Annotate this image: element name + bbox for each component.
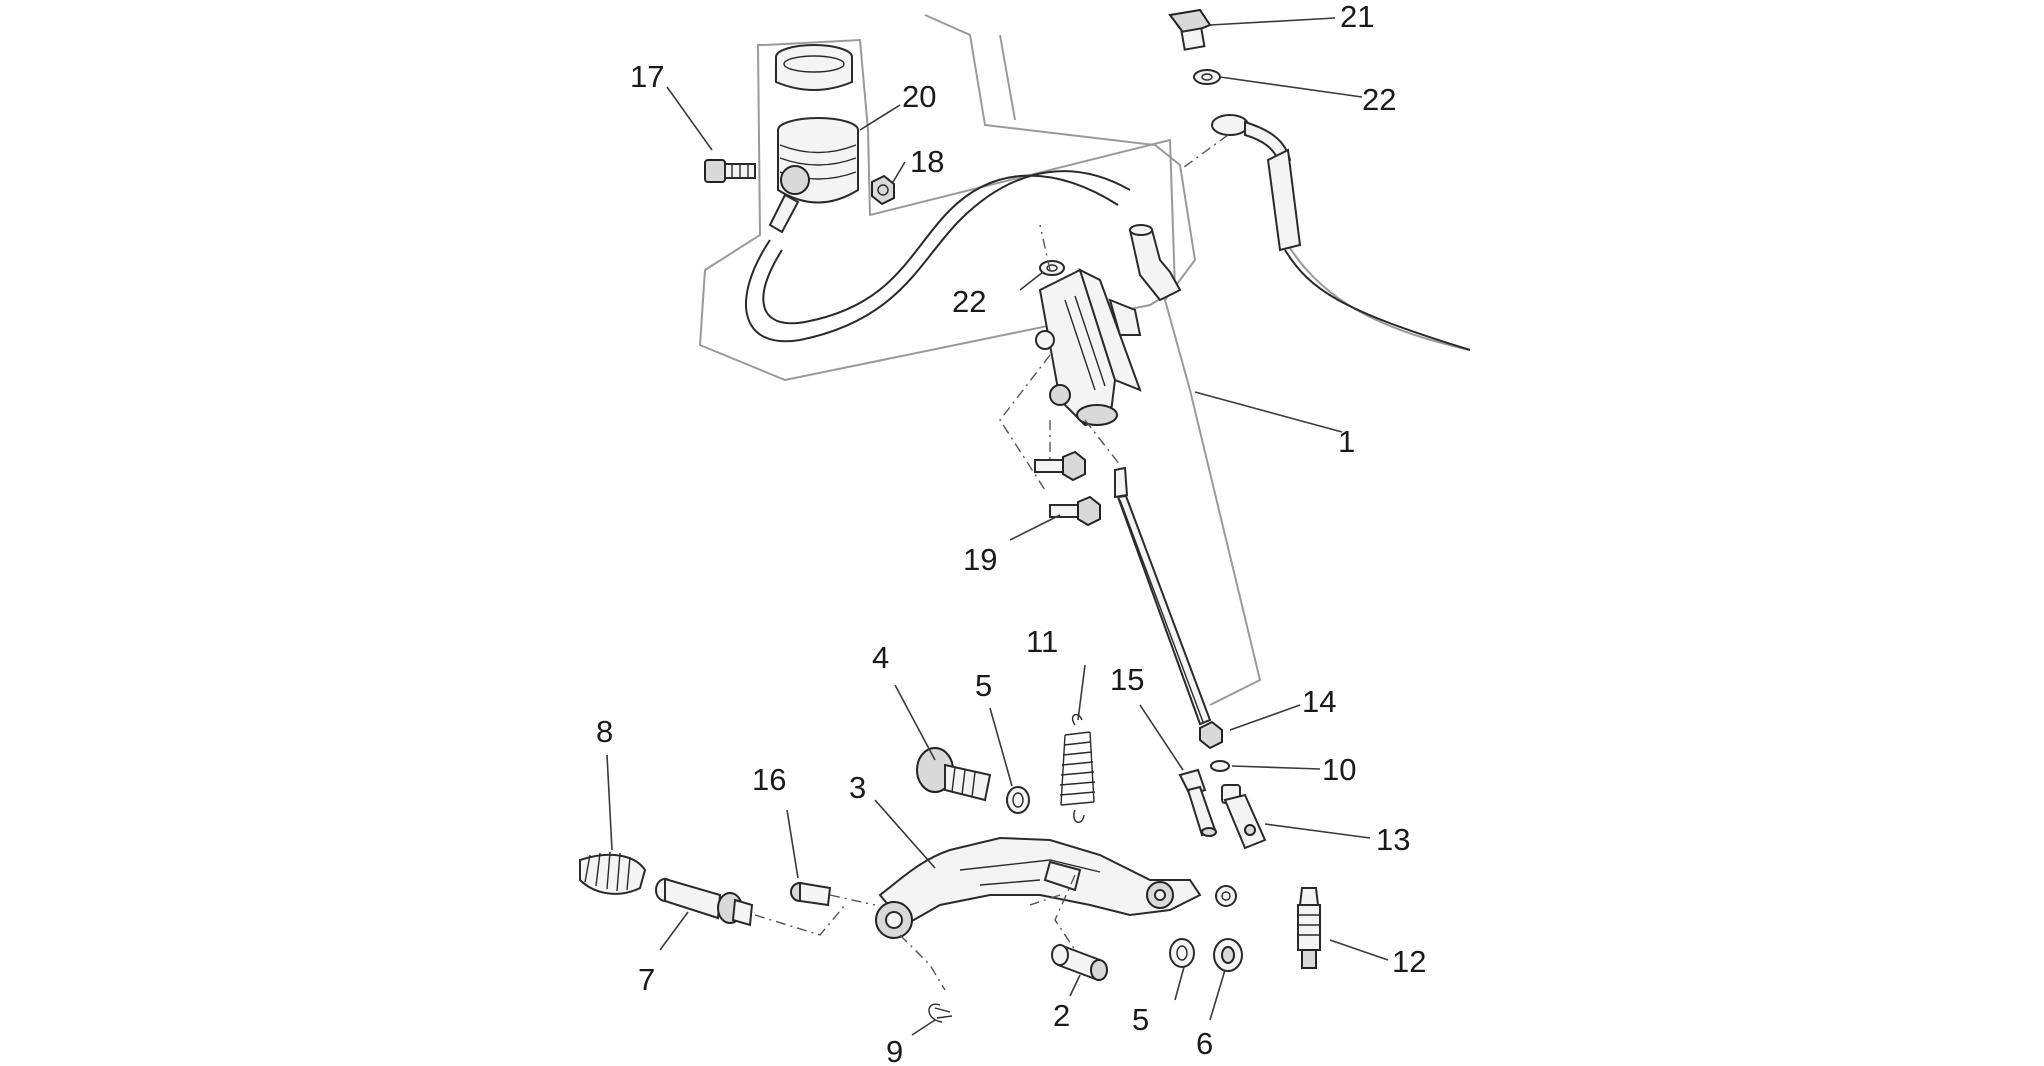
bleed-screw <box>1168 8 1212 51</box>
master-cylinder-bolt-lower <box>1049 495 1101 527</box>
master-cylinder-bolt-upper <box>1034 450 1086 482</box>
callout-5-upper: 5 <box>975 668 992 703</box>
callout-20: 20 <box>902 79 936 114</box>
callout-15: 15 <box>1110 662 1144 697</box>
callout-14: 14 <box>1302 684 1336 719</box>
pedal-bushing <box>1051 943 1108 982</box>
callout-8: 8 <box>596 714 613 749</box>
callout-5-lower: 5 <box>1132 1002 1149 1037</box>
rear-brake-master-cylinder <box>1035 268 1142 427</box>
brake-line-curve <box>1284 239 1471 351</box>
callout-labels: 1 2 3 4 5 5 6 7 8 9 10 11 12 13 14 15 16… <box>596 0 1426 1066</box>
pedal-pivot-bolt <box>916 747 992 802</box>
callout-9: 9 <box>886 1034 903 1066</box>
callout-1: 1 <box>1338 424 1355 459</box>
pivot-washer-upper <box>1006 786 1030 814</box>
reservoir-hose <box>745 170 1131 343</box>
rear-brake-pedal <box>875 836 1202 939</box>
push-rod-clevis <box>1221 784 1267 850</box>
leader-lines <box>606 17 1389 1036</box>
push-rod-nut <box>1199 720 1223 750</box>
callout-19: 19 <box>963 542 997 577</box>
banjo-washer <box>1193 69 1221 85</box>
callout-11: 11 <box>1026 624 1058 659</box>
callout-10: 10 <box>1322 752 1356 787</box>
callout-17: 17 <box>630 59 664 94</box>
callout-18: 18 <box>910 144 944 179</box>
pivot-dust-boot <box>579 851 647 895</box>
pedal-end-bushing <box>1215 885 1237 907</box>
return-spring <box>1059 713 1096 823</box>
assembly-outline <box>924 14 1262 706</box>
hose-elbow-fitting <box>1128 224 1182 302</box>
reservoir-bolt <box>704 159 756 183</box>
callout-6: 6 <box>1196 1026 1213 1061</box>
brake-fluid-reservoir <box>768 44 859 234</box>
callout-7: 7 <box>638 962 655 997</box>
callout-3: 3 <box>849 770 866 805</box>
master-cylinder-washer <box>1039 260 1065 276</box>
callout-22-upper: 22 <box>1362 82 1396 117</box>
callout-21: 21 <box>1340 0 1374 34</box>
callout-4: 4 <box>872 640 889 675</box>
callout-13: 13 <box>1376 822 1410 857</box>
callout-12: 12 <box>1392 944 1426 979</box>
pedal-set-screw <box>790 881 832 907</box>
pedal-circlip <box>928 1003 953 1023</box>
clevis-pin <box>1178 768 1217 837</box>
assembly-dash-line <box>999 224 1121 491</box>
pedal-dash-line <box>754 874 1076 991</box>
pedal-pivot-pin <box>655 877 754 927</box>
callout-22-lower: 22 <box>952 284 986 319</box>
callout-2: 2 <box>1053 998 1070 1033</box>
reservoir-group-outline <box>698 38 1177 382</box>
push-rod-washer <box>1210 760 1230 772</box>
pivot-washer-lower <box>1169 938 1195 968</box>
reservoir-nut <box>871 174 895 206</box>
banjo-dash-line <box>1179 134 1229 171</box>
brake-line-banjo <box>1211 114 1471 351</box>
brake-light-switch <box>1297 887 1321 969</box>
master-cylinder-push-rod <box>1114 466 1212 726</box>
callout-16: 16 <box>752 762 786 797</box>
